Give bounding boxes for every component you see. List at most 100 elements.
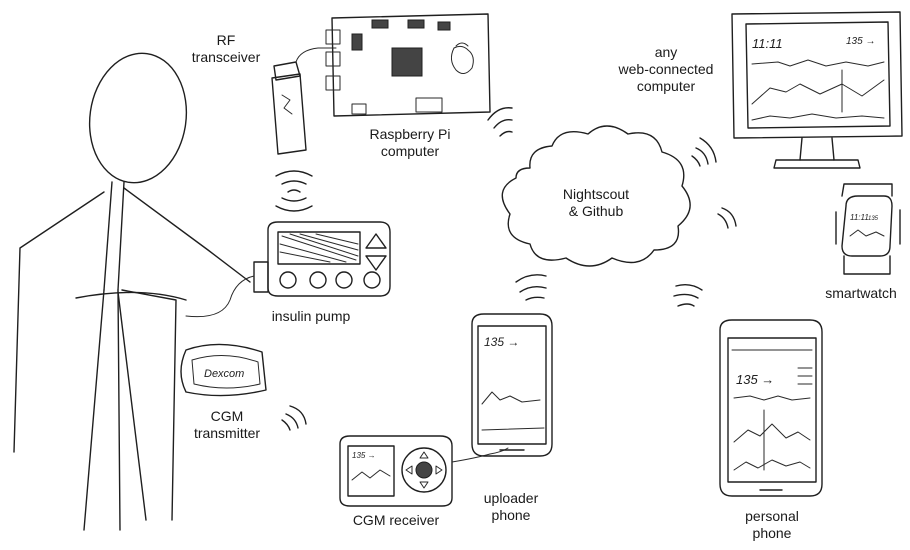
label-web-computer: any web-connected computer [614, 44, 718, 95]
signal-cloud-uploader [515, 274, 547, 301]
receiver-dpad [401, 447, 447, 493]
figure-waist [75, 291, 187, 301]
transmitter-brand-text: Dexcom [204, 368, 244, 380]
label-pump-line-1: insulin pump [271, 308, 351, 324]
uploader-axis-line [481, 427, 545, 431]
pi-chip-2 [351, 33, 363, 51]
stick-figure [13, 52, 251, 531]
nightscout-cloud [501, 125, 691, 267]
receiver-center-button [415, 461, 433, 479]
label-insulin-pump: insulin pump [266, 308, 356, 325]
label-cloud-line-1: Nightscout [562, 186, 630, 202]
figure-left-arm [13, 191, 105, 453]
signal-cloud-watch [717, 207, 737, 229]
label-uploader-phone: uploader phone [476, 490, 546, 524]
personal-chart-line-2 [733, 423, 811, 443]
raspberry-pi-device [325, 13, 491, 117]
pump-tubing [185, 275, 255, 318]
figure-head [88, 52, 188, 184]
label-cgm-receiver: CGM receiver [348, 512, 444, 529]
raspberry-logo-icon [450, 45, 474, 74]
monitor-chart-line-2 [751, 79, 885, 105]
label-rf-line-2: transceiver [191, 49, 261, 65]
uploader-chart-line [481, 391, 541, 405]
label-computer-line-2: web-connected [618, 61, 714, 77]
figure-left-leg-inner [117, 289, 121, 531]
receiver-chart-line [351, 469, 391, 481]
uploader-reading-text: 135 → [484, 335, 519, 349]
label-raspberry-pi: Raspberry Pi computer [362, 126, 458, 160]
pump-screen-hatch [279, 233, 359, 263]
pi-chip-5 [437, 21, 451, 31]
label-cloud: Nightscout & Github [556, 186, 636, 220]
label-transmitter-line-1: CGM [210, 408, 244, 424]
pi-usb-port [351, 103, 367, 115]
personal-phone-device [719, 319, 823, 497]
label-computer-line-3: computer [636, 78, 696, 94]
monitor-time-text: 11:11 [752, 36, 783, 51]
receiver-body [339, 435, 453, 507]
label-rf-line-1: RF [216, 32, 236, 48]
pi-cpu-chip [391, 47, 423, 77]
pi-hdmi-port [415, 97, 443, 113]
web-computer-monitor [731, 11, 903, 169]
raspberry-logo-leaf [455, 42, 469, 47]
receiver-screen [347, 445, 395, 497]
label-cgm-transmitter: CGM transmitter [186, 408, 268, 442]
monitor-neck [799, 137, 835, 161]
pi-chip-4 [407, 19, 425, 29]
signal-rf-up [275, 170, 313, 193]
label-personal-line-2: phone [752, 525, 792, 541]
label-pi-line-2: computer [380, 143, 440, 159]
watch-reading-text: 135 [868, 216, 879, 222]
personal-chart-line-3 [733, 459, 811, 471]
label-uploader-line-1: uploader [483, 490, 539, 506]
signal-pump-down [275, 197, 313, 212]
watch-bezel [835, 209, 901, 245]
wireless-signals [275, 107, 737, 431]
signal-pi-cloud [487, 107, 513, 137]
label-pi-line-1: Raspberry Pi [369, 126, 451, 142]
monitor-frame [731, 11, 903, 139]
rf-usb-plug [273, 61, 301, 81]
pump-screen [277, 231, 361, 265]
pi-port-1 [325, 29, 341, 45]
label-cloud-line-2: & Github [568, 203, 624, 219]
pump-cartridge [253, 261, 269, 293]
transmitter-body [180, 343, 267, 397]
label-uploader-line-2: phone [491, 507, 531, 523]
rf-stick-mark [281, 94, 293, 115]
smartwatch-device [835, 183, 901, 275]
personal-phone-body [719, 319, 823, 497]
monitor-chart-line-1 [751, 59, 885, 67]
monitor-screen [745, 21, 891, 129]
insulin-pump-device [185, 221, 391, 318]
label-transmitter-line-2: transmitter [193, 425, 261, 441]
monitor-reading-text: 135 → [846, 36, 875, 47]
label-smartwatch: smartwatch [818, 285, 904, 302]
pump-down-button [365, 255, 387, 271]
personal-chart-line-1 [733, 395, 811, 401]
figure-right-leg-inner [117, 291, 147, 521]
pump-button-4 [363, 271, 381, 289]
uploader-phone-screen [477, 325, 547, 445]
watch-strap-bottom [843, 255, 891, 275]
label-rf-transceiver: RF transceiver [186, 32, 266, 66]
label-smartwatch-line-1: smartwatch [825, 285, 897, 301]
pi-chip-3 [371, 19, 389, 29]
pump-button-3 [335, 271, 353, 289]
personal-phone-screen [727, 337, 817, 483]
cgm-transmitter-device [180, 343, 267, 397]
receiver-reading-text: 135 → [352, 451, 376, 460]
signal-transmitter [281, 405, 307, 431]
monitor-stand [773, 159, 861, 169]
figure-neck-right [117, 181, 125, 291]
pump-up-button [365, 233, 387, 249]
watch-time-text: 11:11 [850, 213, 869, 222]
figure-neck-left [103, 181, 113, 291]
pump-button-1 [279, 271, 297, 289]
cgm-receiver-device [339, 435, 509, 507]
cloud-outline [501, 125, 691, 267]
figure-right-arm [123, 187, 251, 283]
